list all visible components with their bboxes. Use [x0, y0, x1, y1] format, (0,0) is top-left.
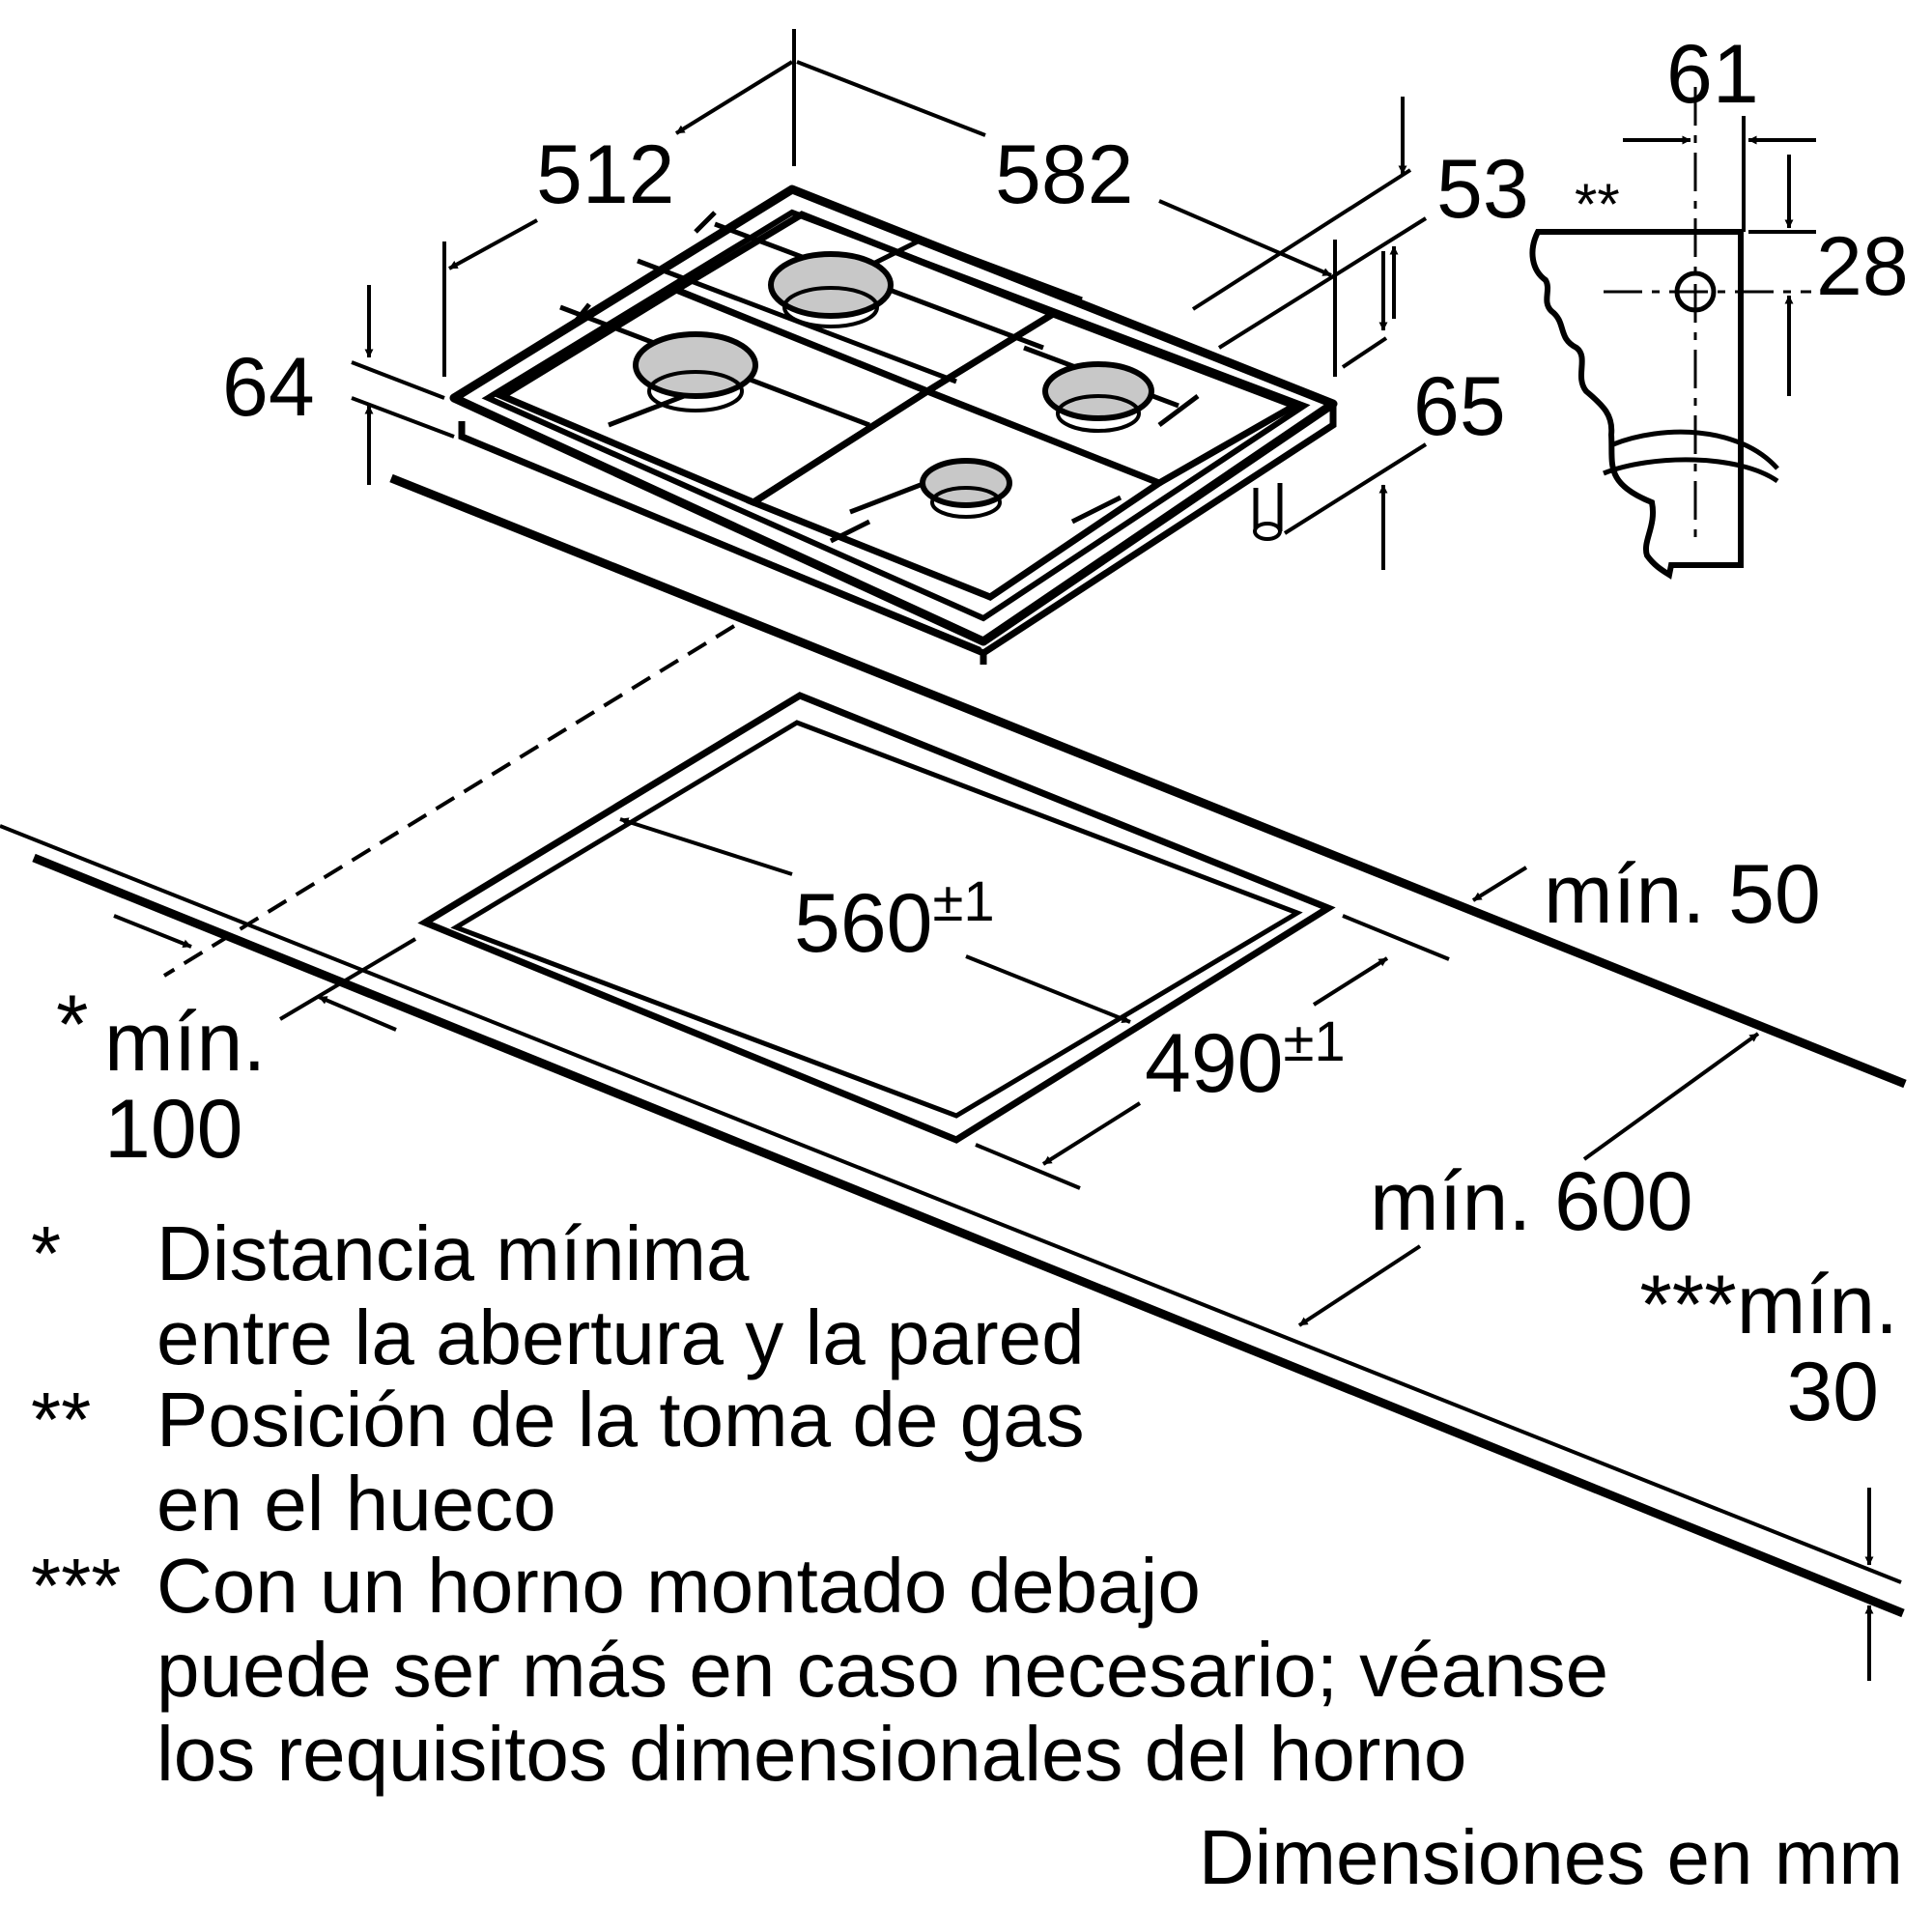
- dimension-labels: 512 582 53 65 64 61 28 ** 560±1 490±1 mí…: [56, 28, 1909, 1438]
- note-2-line-1: Posición de la toma de gas: [156, 1377, 1085, 1463]
- dim-min-30-value: 30: [1786, 1346, 1879, 1438]
- dim-min-50: mín. 50: [1544, 848, 1821, 941]
- note-3-line-2: puede ser más en caso necesario; véanse: [156, 1627, 1608, 1713]
- gas-connector: [1253, 483, 1283, 541]
- gas-marker: **: [1575, 172, 1620, 237]
- note-3-marker: ***: [31, 1543, 121, 1629]
- cooktop-drawing: [449, 185, 1338, 665]
- gas-inlet-detail: [1529, 87, 1816, 580]
- dim-53: 53: [1436, 143, 1529, 236]
- dim-min-100-value: 100: [104, 1083, 243, 1176]
- note-3-line-1: Con un horno montado debajo: [156, 1543, 1201, 1629]
- note-3-line-3: los requisitos dimensionales del horno: [156, 1711, 1466, 1797]
- dim-61: 61: [1666, 28, 1759, 121]
- note-1-line-2: entre la abertura y la pared: [156, 1294, 1085, 1380]
- dim-490-tolerance: ±1: [1284, 1010, 1346, 1073]
- dim-65: 65: [1413, 360, 1506, 453]
- footnotes: * Distancia mínima entre la abertura y l…: [31, 1210, 1903, 1900]
- dim-min-100-label: mín.: [104, 996, 266, 1089]
- note-2-line-2: en el hueco: [156, 1461, 556, 1547]
- cutout-dimension-lines: [113, 817, 1874, 1681]
- dim-28: 28: [1816, 220, 1909, 313]
- burner-front-right: [920, 458, 1012, 519]
- dim-min-100-star: *: [56, 979, 88, 1071]
- dim-560: 560±1: [794, 870, 995, 970]
- worktop-drawing: [0, 473, 1907, 1618]
- hob-dimension-lines: [351, 29, 1428, 570]
- dim-min-30-label: ***mín.: [1639, 1259, 1898, 1351]
- dim-560-tolerance: ±1: [933, 870, 995, 933]
- dim-512: 512: [536, 128, 675, 221]
- dim-64: 64: [222, 341, 315, 434]
- note-1-line-1: Distancia mínima: [156, 1210, 750, 1296]
- burner-rear-left: [768, 251, 894, 328]
- dim-560-value: 560: [794, 877, 933, 970]
- units-caption: Dimensiones en mm: [1199, 1814, 1903, 1900]
- burner-front-left: [633, 331, 758, 412]
- dim-490: 490±1: [1145, 1010, 1346, 1110]
- note-1-marker: *: [31, 1210, 61, 1296]
- note-2-marker: **: [31, 1377, 91, 1463]
- dim-490-value: 490: [1145, 1017, 1284, 1110]
- dim-min-600: mín. 600: [1370, 1155, 1693, 1248]
- dim-582: 582: [995, 128, 1134, 221]
- burner-rear-right: [1042, 361, 1154, 433]
